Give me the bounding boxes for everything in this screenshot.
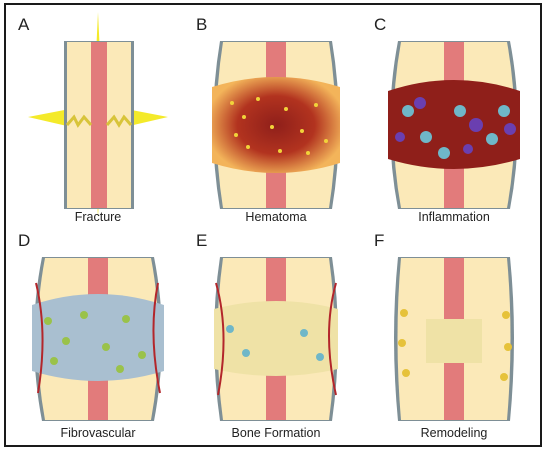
panel-caption: Fibrovascular	[8, 426, 188, 440]
bone-formation-illustration	[186, 223, 366, 448]
panel-letter: A	[18, 15, 29, 35]
panel-letter: C	[374, 15, 386, 35]
granulation-tissue	[32, 294, 164, 381]
inflammation-illustration	[364, 7, 544, 232]
panel-b-hematoma: B Hematoma	[186, 7, 366, 232]
panel-letter: B	[196, 15, 207, 35]
soft-callus	[214, 301, 338, 376]
remodeling-illustration	[364, 223, 544, 448]
hematoma	[212, 77, 340, 173]
fibrovascular-illustration	[8, 223, 188, 448]
fracture-illustration	[8, 7, 188, 232]
panel-a-fracture: A Fracture	[8, 7, 188, 232]
figure-frame: A Fracture B Hematoma	[4, 3, 542, 447]
panel-d-fibrovascular: D Fibrovascular	[8, 223, 188, 448]
panel-letter: E	[196, 231, 207, 251]
panel-letter: F	[374, 231, 384, 251]
hematoma-illustration	[186, 7, 366, 232]
panel-caption: Bone Formation	[186, 426, 366, 440]
panel-c-inflammation: C Inflammation	[364, 7, 544, 232]
panel-e-bone-formation: E Bone Formation	[186, 223, 366, 448]
inflamed-hematoma	[388, 80, 520, 169]
panel-letter: D	[18, 231, 30, 251]
panel-caption: Hematoma	[186, 210, 366, 224]
marrow-canal	[91, 42, 107, 208]
hard-callus	[426, 319, 482, 363]
panel-f-remodeling: F Remodeling	[364, 223, 544, 448]
panel-caption: Inflammation	[364, 210, 544, 224]
panel-caption: Fracture	[8, 210, 188, 224]
panel-caption: Remodeling	[364, 426, 544, 440]
